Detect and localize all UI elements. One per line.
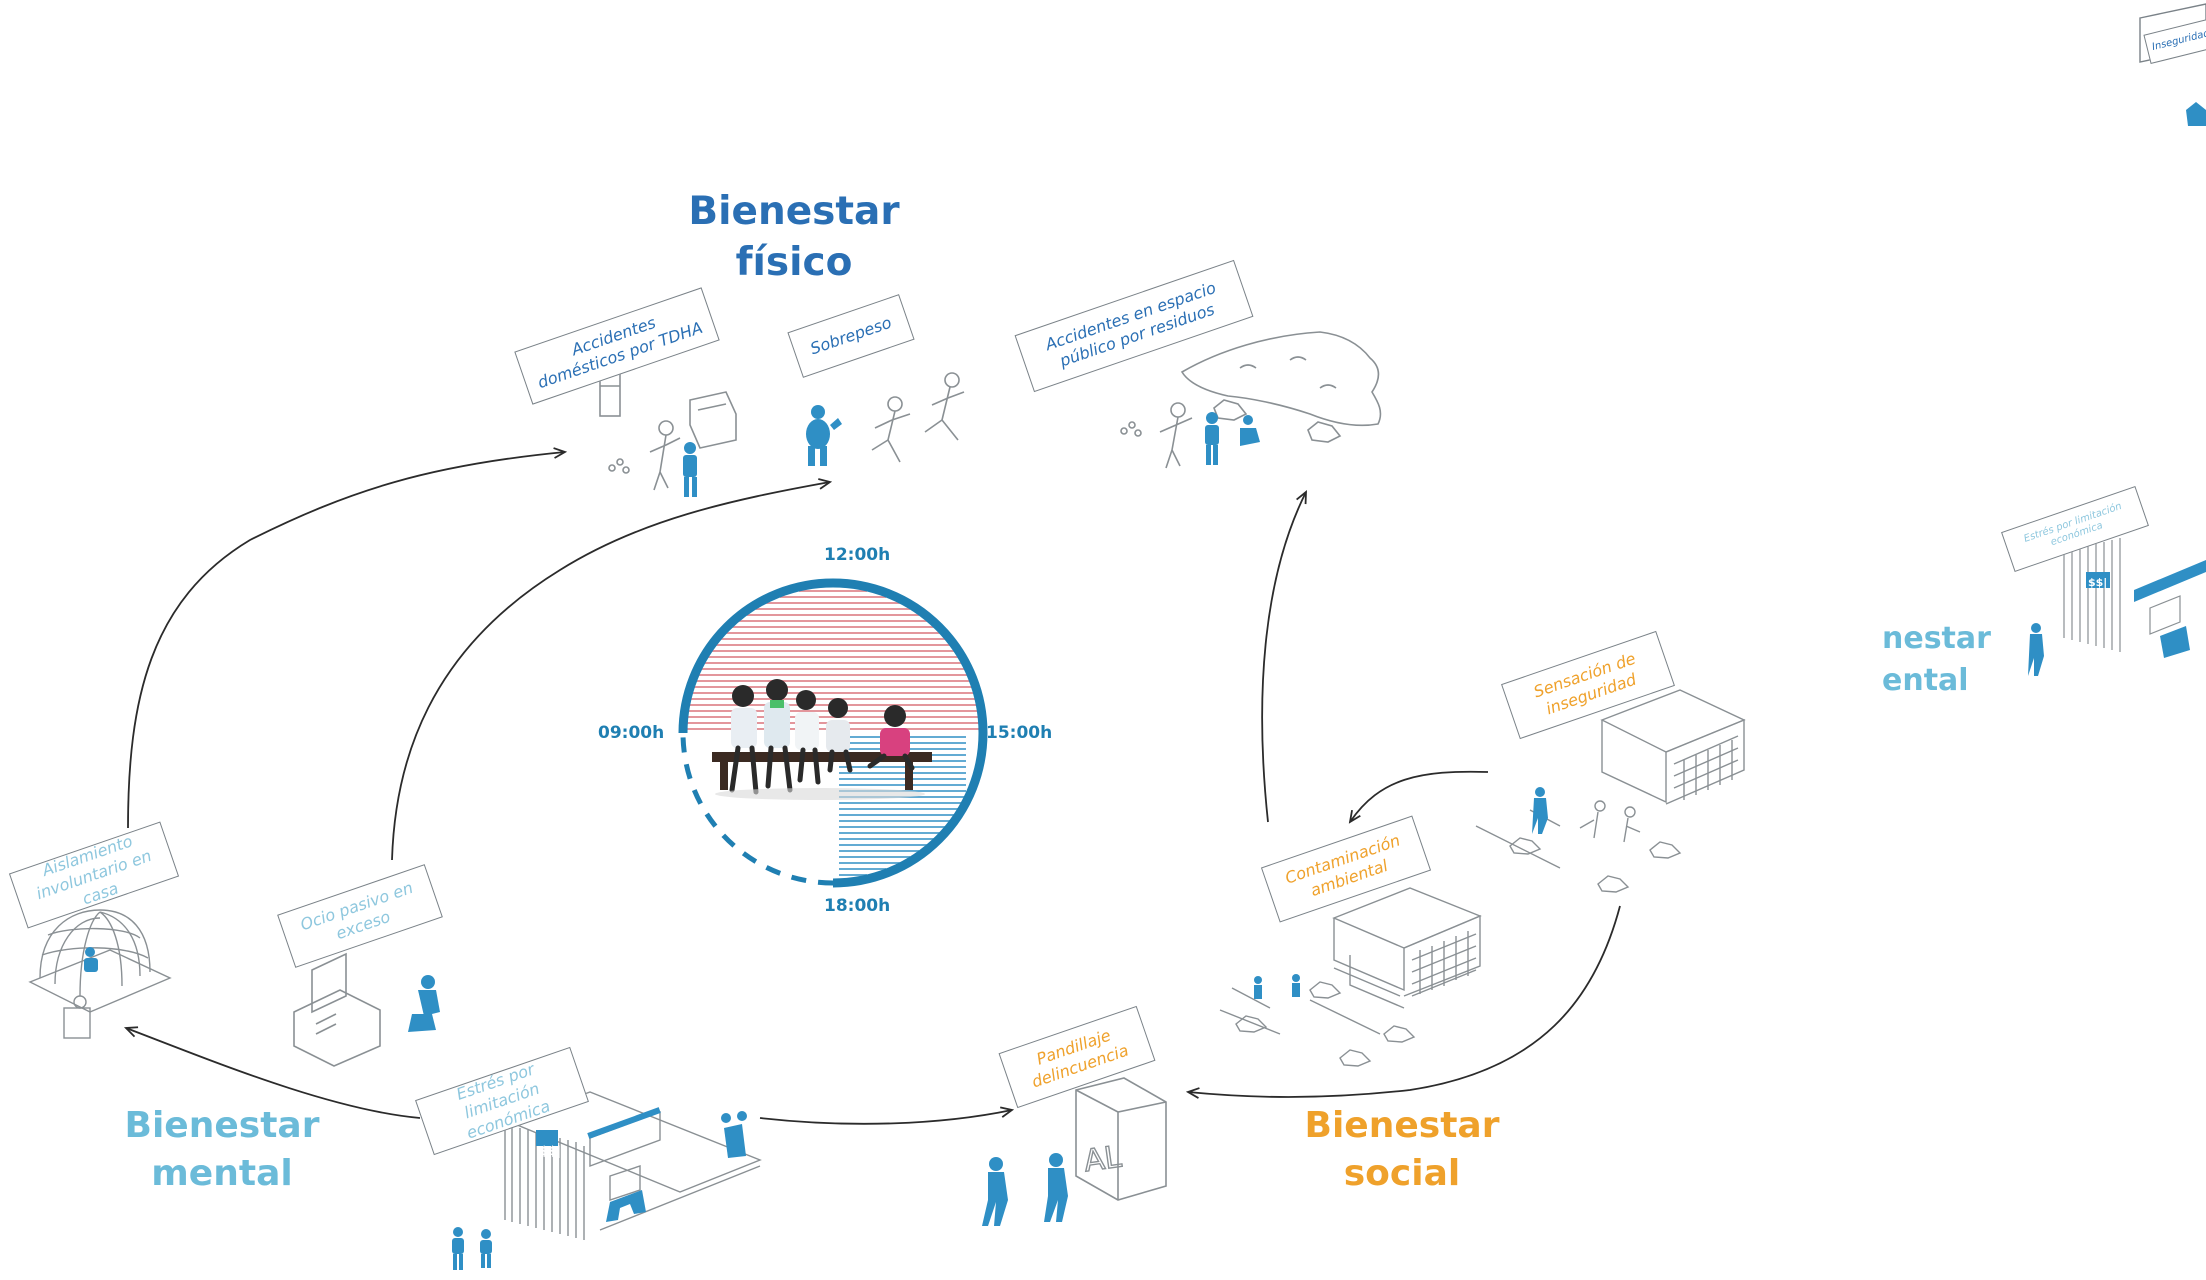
category-partial-line1: nestar [1882, 621, 1991, 656]
category-fisico-line1: Bienestar [688, 189, 900, 234]
category-bienestar-social: Bienestar social [1302, 1102, 1502, 1197]
children-photo [712, 679, 932, 800]
flow-arrows [126, 452, 1621, 1125]
category-social-line2: social [1343, 1152, 1461, 1194]
illus-building-contamination [1219, 887, 1482, 1035]
arrow-inseguridad-to-contaminacion [1350, 770, 1489, 822]
illus-dome-isolation [28, 909, 172, 1039]
clock-time-09: 09:00h [598, 723, 665, 743]
illus-store-stress [504, 1091, 762, 1240]
arrow-contaminacion-to-accidentes-espacio [1261, 492, 1306, 823]
clock-diagram [678, 578, 988, 888]
inseguridad-extra [1509, 800, 1682, 893]
illus-trash-cloud [1120, 331, 1382, 469]
clock-time-12: 12:00h [824, 545, 891, 565]
money-sign-text: $$| [540, 1144, 561, 1158]
illus-tv-leisure [293, 952, 381, 1067]
arrow-ocio-to-sobrepeso [391, 482, 830, 861]
category-mental-line1: Bienestar [124, 1105, 320, 1146]
inseguridad-figures [1532, 787, 1548, 834]
clock-time-15: 15:00h [986, 723, 1053, 743]
graffiti-text: AL [1082, 1139, 1124, 1179]
clock-time-18: 18:00h [824, 896, 891, 916]
category-fisico-line2: físico [735, 240, 853, 286]
person-blue-in-dome [84, 947, 98, 972]
people-gang [982, 1153, 1068, 1226]
person-overweight-blue [806, 405, 842, 466]
money-sign-text-right: $$| [2088, 576, 2107, 589]
illus-graffiti-wall [1075, 1077, 1167, 1201]
arrow-aislamiento-to-accidentes [127, 452, 565, 829]
arrow-estres-to-aislamiento [126, 1028, 421, 1119]
arrow-inseguridad-to-pandillaje [1188, 905, 1621, 1097]
arrow-estres-to-pandillaje [759, 1110, 1012, 1125]
clock-ring-dashed [680, 732, 834, 886]
category-partial-line2: ental [1882, 663, 1969, 698]
category-bienestar-mental: Bienestar mental [122, 1102, 322, 1197]
category-bienestar-mental-partial: nestar ental [1882, 618, 2002, 702]
category-social-line1: Bienestar [1304, 1105, 1500, 1146]
category-bienestar-fisico: Bienestar físico [688, 186, 900, 289]
store-blue-accents [452, 1107, 747, 1270]
illus-accidentes-domesticos [599, 371, 737, 491]
right-panel-partial [2028, 3, 2206, 676]
person-child-blue-1 [683, 442, 697, 497]
trash-piles [1235, 981, 1416, 1067]
person-child-blue-2 [1205, 412, 1260, 465]
clock-ring-solid [678, 578, 988, 888]
illus-runners [871, 372, 965, 463]
contamination-figures [1254, 974, 1300, 999]
illus-building-inseguridad [1475, 689, 1746, 869]
person-blue-sitting [408, 975, 440, 1032]
category-mental-line2: mental [151, 1152, 293, 1194]
